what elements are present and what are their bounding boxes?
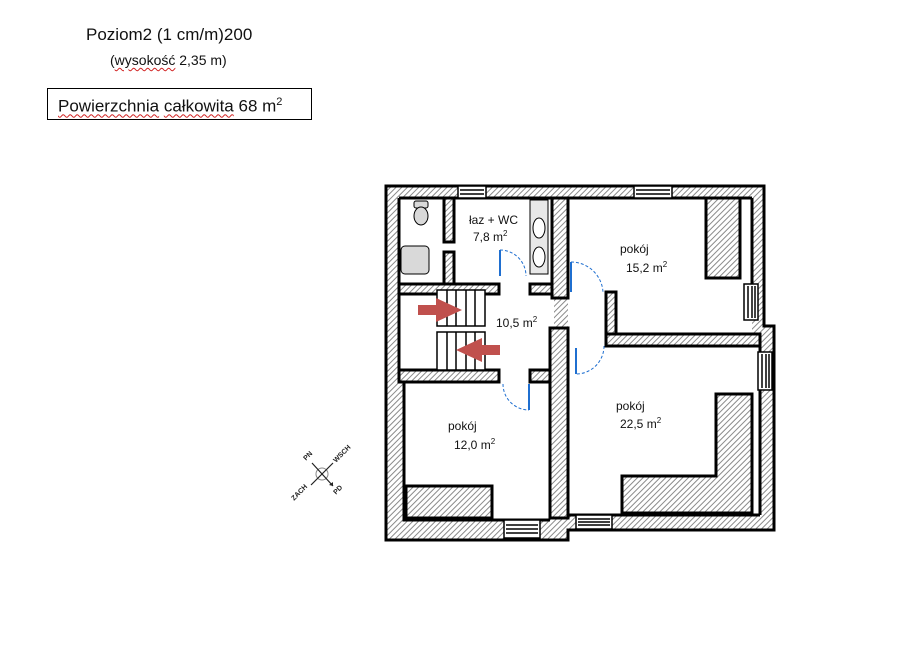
height-prefix: ( [110, 52, 115, 68]
room-name-bathroom: łaz + WC [469, 213, 518, 227]
compass-w: ZACH [290, 484, 309, 503]
arrow-right-icon [418, 298, 462, 322]
bathroom-fixtures [400, 199, 549, 275]
total-area-value: 68 m [233, 96, 277, 116]
room-area-se: 22,5 m2 [620, 416, 662, 431]
sink-icon-1 [532, 217, 546, 239]
total-area-word1: Powierzchnia [58, 96, 160, 116]
arrow-left-icon [456, 338, 500, 362]
room-area-bathroom: 7,8 m2 [473, 229, 508, 244]
height-value: 2,35 m) [175, 52, 227, 68]
toilet-bowl-icon [413, 206, 429, 226]
window-east-1 [743, 283, 759, 321]
compass-icon: PN WSCH PD ZACH [290, 444, 352, 502]
window-room-ne [633, 185, 673, 199]
total-area-sup: 2 [276, 96, 283, 108]
room-area-ne: 15,2 m2 [626, 260, 668, 275]
sink-icon-2 [532, 246, 546, 268]
floor-height: (wysokość 2,35 m) [110, 52, 227, 68]
floor-title: Poziom2 (1 cm/m)200 [86, 25, 253, 44]
room-name-ne: pokój [620, 242, 649, 256]
compass-s: PD [332, 484, 344, 496]
shower-icon [400, 245, 430, 275]
interior-walls [397, 196, 762, 520]
windows [457, 185, 773, 539]
height-word: wysokość [114, 52, 176, 68]
compass-e: WSCH [332, 444, 352, 464]
room-area-sw: 12,0 m2 [454, 437, 496, 452]
room-labels: łaz + WC 7,8 m2 10,5 m2 pokój 15,2 m2 po… [448, 213, 668, 452]
window-bathroom [457, 185, 487, 199]
compass-n: PN [302, 450, 314, 462]
room-name-sw: pokój [448, 419, 477, 433]
doors [499, 249, 605, 411]
total-area-word2: całkowita [163, 96, 234, 116]
room-name-se: pokój [616, 399, 645, 413]
total-area-box: Powierzchnia całkowita 68 m2 [47, 88, 312, 120]
stair-arrows [418, 298, 500, 362]
room-area-hall: 10,5 m2 [496, 315, 538, 330]
window-east-2 [757, 351, 773, 391]
